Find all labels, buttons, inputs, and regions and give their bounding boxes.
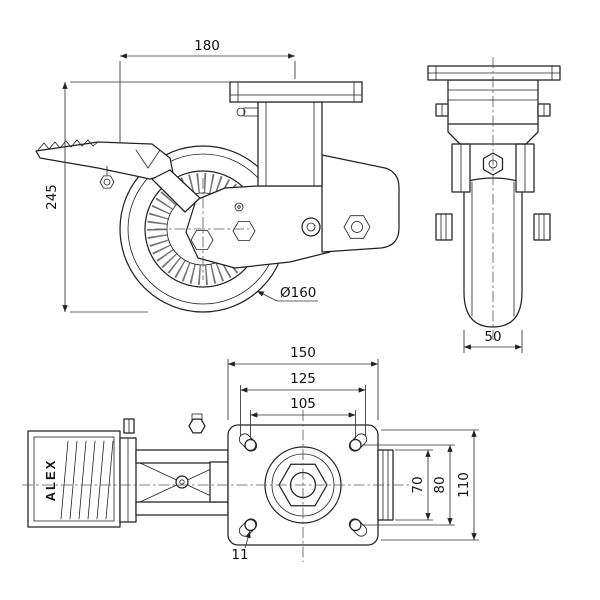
brake-pedal: ALEX bbox=[27, 430, 121, 528]
fork-bolt-hex-2 bbox=[232, 221, 256, 241]
dim-label-bolt-spacing-width: 80 bbox=[432, 476, 448, 493]
brake-linkage-top bbox=[119, 413, 229, 523]
brake-arm bbox=[151, 169, 201, 213]
dimension-wheel-diameter: Ø160 bbox=[256, 285, 318, 302]
mounting-plate-front bbox=[427, 65, 561, 81]
dimension-overall-width: 180 bbox=[119, 38, 296, 143]
bracket-bolt-hex bbox=[343, 215, 371, 239]
dimension-bolt-spacing-length: 105 bbox=[250, 396, 356, 440]
mounting-plate-side bbox=[229, 81, 363, 103]
dim-label-wheel-width: 50 bbox=[484, 329, 501, 345]
dim-label-bolt-hole-diameter: 11 bbox=[231, 547, 248, 563]
front-view: 50 bbox=[427, 57, 561, 353]
dim-label-plate-length: 150 bbox=[290, 345, 316, 361]
linkage-pivot bbox=[175, 475, 189, 489]
lever-serration bbox=[37, 139, 99, 151]
dim-label-bolt-spacing-length: 105 bbox=[290, 396, 316, 412]
fork-bolt-hex bbox=[190, 230, 214, 250]
dim-label-plate-width: 110 bbox=[456, 472, 472, 498]
brand-label: ALEX bbox=[43, 459, 58, 502]
dim-label-overall-height: 245 bbox=[44, 184, 60, 210]
dimension-plate-length: 150 bbox=[227, 345, 379, 420]
dimension-bolt-spacing-width: 80 bbox=[362, 444, 455, 526]
dim-label-overall-width: 180 bbox=[194, 38, 220, 54]
dimension-overall-height: 245 bbox=[44, 81, 242, 313]
dimension-slot-span: 125 bbox=[240, 371, 366, 436]
top-view: ALEX bbox=[22, 345, 479, 563]
wheel-front bbox=[463, 177, 523, 328]
swivel-bracket-side bbox=[301, 154, 400, 253]
grease-fitting bbox=[243, 107, 259, 117]
lever-pivot-hex bbox=[99, 175, 115, 189]
brake-lever bbox=[35, 139, 201, 213]
dimension-plate-width: 110 bbox=[381, 429, 479, 541]
linkage-hex-bolt bbox=[188, 418, 206, 434]
dimension-tread-width: 70 bbox=[395, 449, 433, 521]
dim-label-wheel-diameter: Ø160 bbox=[280, 285, 316, 301]
dim-label-slot-span: 125 bbox=[290, 371, 316, 387]
lever-joint bbox=[135, 149, 161, 169]
fork-side bbox=[185, 185, 339, 269]
dim-label-tread-width: 70 bbox=[410, 476, 426, 493]
kingpin bbox=[301, 217, 321, 237]
bolt-slot-bottom-left bbox=[238, 518, 258, 537]
axle-bolts-front bbox=[435, 213, 551, 241]
pedal-ridges bbox=[60, 440, 114, 520]
dimension-bolt-hole-diameter: 11 bbox=[231, 530, 251, 563]
side-view: 180 245 Ø160 bbox=[35, 38, 400, 313]
swivel-column-side bbox=[236, 101, 323, 187]
bolt-slot-bottom-right bbox=[348, 518, 368, 537]
dimension-wheel-width: 50 bbox=[463, 329, 523, 353]
